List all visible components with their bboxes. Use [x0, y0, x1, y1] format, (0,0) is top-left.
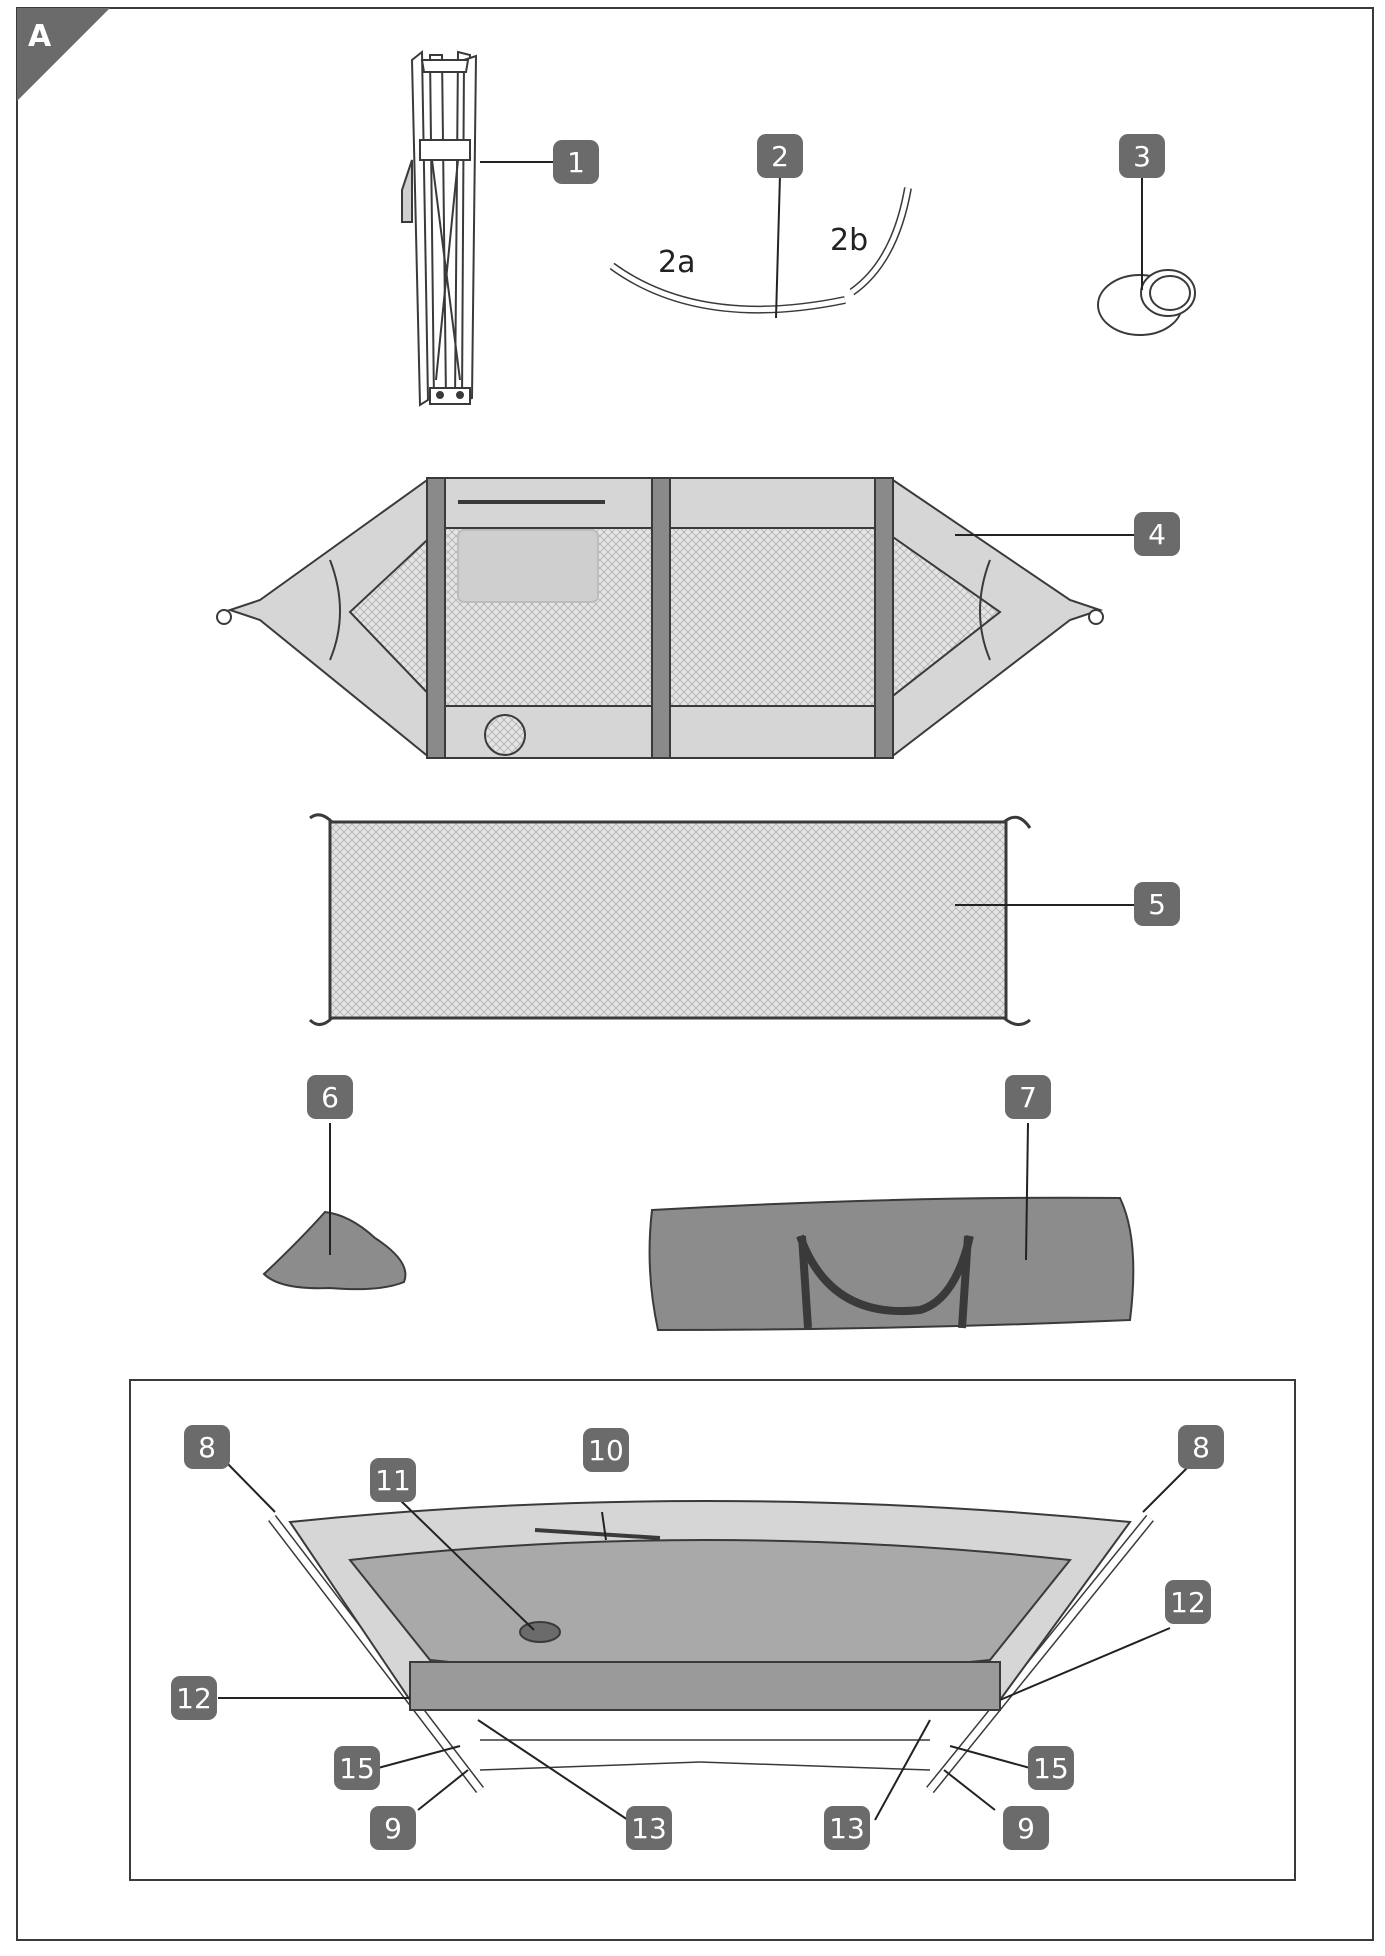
figure-corner-tab: A [17, 8, 110, 101]
callout-badge-10: 10 [583, 1428, 629, 1472]
callout-6-text: 6 [321, 1081, 339, 1114]
figure-letter: A [28, 19, 52, 54]
page-frame [16, 7, 1374, 1941]
callout-1-text: 1 [567, 146, 585, 179]
callout-badge-12-right: 12 [1165, 1580, 1211, 1624]
callout-badge-2: 2 [757, 134, 803, 178]
label-2a: 2a [658, 245, 695, 280]
callout-leaders [218, 161, 1196, 1821]
part-7-carry-bag [648, 1196, 1135, 1332]
callout-badge-15-right: 15 [1028, 1746, 1074, 1790]
part-5-mesh-net [308, 813, 1032, 1026]
callout-badge-15-left: 15 [334, 1746, 380, 1790]
callout-badge-13-right: 13 [824, 1806, 870, 1850]
part-1-folded-frame [401, 49, 478, 407]
callout-7-text: 7 [1019, 1081, 1037, 1114]
callout-10-text: 10 [588, 1434, 624, 1467]
callout-badge-7: 7 [1005, 1075, 1051, 1119]
callout-3-text: 3 [1133, 140, 1151, 173]
callout-9-left-text: 9 [384, 1812, 402, 1845]
part-4-hammock-fabric [216, 477, 1104, 759]
callout-12-right-text: 12 [1170, 1586, 1206, 1619]
callout-9-right-text: 9 [1017, 1812, 1035, 1845]
callout-13-left-text: 13 [631, 1812, 667, 1845]
callout-badge-8-left: 8 [184, 1425, 230, 1469]
label-2b: 2b [830, 223, 868, 258]
callout-badge-4: 4 [1134, 512, 1180, 556]
part-6-pouch [262, 1210, 407, 1291]
callout-badge-1: 1 [553, 140, 599, 184]
callout-4-text: 4 [1148, 518, 1166, 551]
callout-12-left-text: 12 [176, 1682, 212, 1715]
part-2-curved-rod [609, 187, 912, 314]
part-3-cup-holder [1097, 269, 1196, 336]
assembled-hammock [268, 1500, 1154, 1794]
assembled-view-panel [129, 1379, 1296, 1881]
callout-badge-3: 3 [1119, 134, 1165, 178]
callout-badge-6: 6 [307, 1075, 353, 1119]
callout-badge-11: 11 [370, 1458, 416, 1502]
callout-8-left-text: 8 [198, 1431, 216, 1464]
callout-2-text: 2 [771, 140, 789, 173]
callout-5-text: 5 [1148, 888, 1166, 921]
callout-badge-13-left: 13 [626, 1806, 672, 1850]
callout-badge-8-right: 8 [1178, 1425, 1224, 1469]
callout-15-left-text: 15 [339, 1752, 375, 1785]
callout-13-right-text: 13 [829, 1812, 865, 1845]
callout-11-text: 11 [375, 1464, 411, 1497]
callout-badge-5: 5 [1134, 882, 1180, 926]
callout-badge-12-left: 12 [171, 1676, 217, 1720]
callout-badge-9-left: 9 [370, 1806, 416, 1850]
callout-badge-9-right: 9 [1003, 1806, 1049, 1850]
callout-15-right-text: 15 [1033, 1752, 1069, 1785]
callout-8-right-text: 8 [1192, 1431, 1210, 1464]
